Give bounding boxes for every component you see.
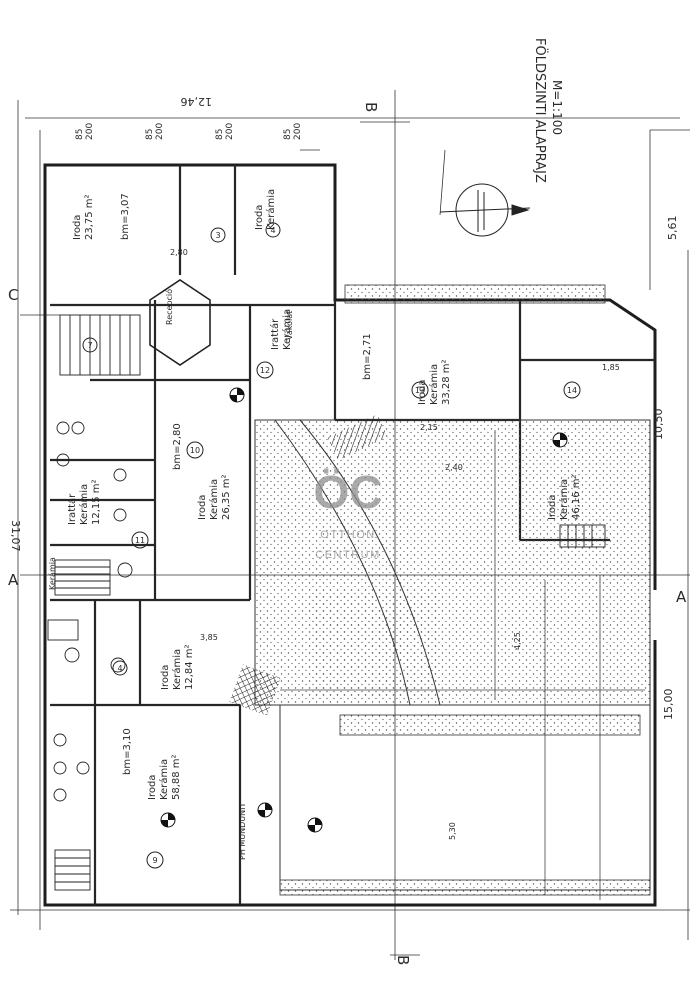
svg-text:Kerámia: Kerámia [558,479,570,520]
svg-text:Vakolat: Vakolat [285,311,294,340]
svg-text:bm=3,10: bm=3,10 [122,728,133,775]
svg-text:Kerámia: Kerámia [158,759,170,800]
room-11: Irattár Kerámia 12,15 m² [66,479,102,525]
staircases [54,314,606,891]
svg-text:4,25: 4,25 [513,632,522,650]
svg-text:4: 4 [270,226,275,235]
svg-text:Kerámia: Kerámia [208,479,220,520]
svg-text:58,88 m²: 58,88 m² [171,754,182,800]
section-mark-a-right: A [676,588,687,606]
svg-text:2,80: 2,80 [170,248,188,257]
room-13: Iroda Kerámia 33,28 m² bm=2,71 [362,333,452,405]
svg-text:26,35 m²: 26,35 m² [221,474,232,520]
svg-text:Kerámia: Kerámia [78,484,90,525]
section-mark-b-top: B [362,102,380,112]
svg-text:9: 9 [152,856,157,865]
svg-text:Kerámia: Kerámia [171,649,183,690]
svg-text:2,15: 2,15 [420,423,438,432]
room-labels: Iroda 23,75 m² bm=3,07 Iroda Kerámia 26,… [66,189,582,800]
room-4a: Iroda Kerámia [254,189,277,230]
svg-text:12: 12 [260,366,270,375]
svg-text:12,15 m²: 12,15 m² [91,479,102,525]
drawing-title: FÖLDSZINTI ALAPRAJZ [532,38,549,183]
watermark: ÖC OTTHON CENTRUM [314,466,383,561]
svg-text:3: 3 [215,231,220,240]
svg-text:11: 11 [135,536,145,545]
section-markers: C A A B B [8,102,687,965]
svg-text:13: 13 [415,386,425,395]
room-12: Irattár Kerámia [269,309,293,350]
svg-text:Iroda: Iroda [417,380,428,405]
svg-text:10: 10 [190,446,200,455]
svg-text:Iroda: Iroda [547,495,558,520]
title-block: FÖLDSZINTI ALAPRAJZ M=1:100 [532,38,564,183]
svg-text:14: 14 [567,386,577,395]
watermark-logo: ÖC [314,466,383,518]
svg-text:Irattár: Irattár [269,318,281,350]
svg-text:46,16 m²: 46,16 m² [571,474,582,520]
svg-text:12,84 m²: 12,84 m² [184,644,195,690]
svg-text:Iroda: Iroda [160,665,171,690]
dimension-lines [10,90,690,960]
hatched-zones [229,414,440,716]
watermark-line2: CENTRUM [315,549,381,561]
svg-text:85: 85 [75,129,85,140]
drawing-scale: M=1:100 [550,80,564,135]
section-mark-b-bottom: B [394,955,412,965]
svg-text:Iroda: Iroda [197,495,208,520]
outer-walls [43,163,657,907]
svg-text:200: 200 [85,123,95,140]
svg-text:Recepció: Recepció [164,289,174,325]
svg-text:bm=2,71: bm=2,71 [362,333,373,380]
svg-text:PH MUNDUNIT: PH MUNDUNIT [238,803,247,860]
light-markers [160,387,568,833]
svg-text:85: 85 [145,129,155,140]
svg-text:Kerámia: Kerámia [428,364,440,405]
svg-text:2,40: 2,40 [445,463,463,472]
room-9: Iroda Kerámia 58,88 m² bm=3,10 [122,728,182,800]
svg-text:Iroda: Iroda [72,215,83,240]
svg-text:85: 85 [215,129,225,140]
dim-length: 31,07 [9,520,22,552]
svg-text:85: 85 [283,129,293,140]
room-1: Iroda 23,75 m² bm=3,07 [72,193,131,240]
room-4b: Iroda Kerámia 12,84 m² [160,644,195,690]
svg-text:4: 4 [117,664,122,673]
reception-hexagon [149,279,211,366]
dim-right-width: 10,50 [652,409,665,441]
svg-text:1,85: 1,85 [602,363,620,372]
svg-text:7: 7 [87,341,92,350]
dim-right-length: 15,00 [662,689,675,721]
dim-right-total: 5,61 [666,216,679,241]
north-arrow-icon [439,183,531,237]
overall-dimensions: 12,46 31,07 15,00 10,50 5,61 [9,95,679,720]
svg-text:Irattár: Irattár [66,493,78,525]
svg-text:Iroda: Iroda [147,775,158,800]
svg-text:bm=3,07: bm=3,07 [120,193,131,240]
dim-width: 12,46 [181,95,213,108]
svg-text:5,30: 5,30 [448,822,457,840]
svg-text:200: 200 [225,123,235,140]
annotations: PH MUNDUNIT Recepció Vakolat 2,80 3,85 5… [48,248,620,860]
room-number-markers: 3 4 7 10 11 12 13 14 4 9 [82,222,581,869]
svg-text:Iroda: Iroda [254,205,265,230]
watermark-line1: OTTHON [320,529,375,541]
svg-text:Kerámia: Kerámia [48,557,57,590]
top-wall-dimensions: 85 200 85 200 85 200 85 200 [75,123,303,140]
svg-text:Kerámia: Kerámia [281,309,293,350]
room-14: Iroda Kerámia 46,16 m² [547,474,582,520]
svg-text:Kerámia: Kerámia [265,189,277,230]
section-mark-c: C [8,286,18,304]
svg-text:3,85: 3,85 [200,633,218,642]
svg-text:33,28 m²: 33,28 m² [441,359,452,405]
section-mark-a-left: A [8,571,19,589]
sanitary-fixtures [47,421,133,802]
room-10: Iroda Kerámia 26,35 m² bm=2,80 [172,423,232,520]
svg-text:bm=2,80: bm=2,80 [172,423,183,470]
svg-text:200: 200 [155,123,165,140]
svg-text:23,75 m²: 23,75 m² [84,194,95,240]
svg-text:200: 200 [293,123,303,140]
